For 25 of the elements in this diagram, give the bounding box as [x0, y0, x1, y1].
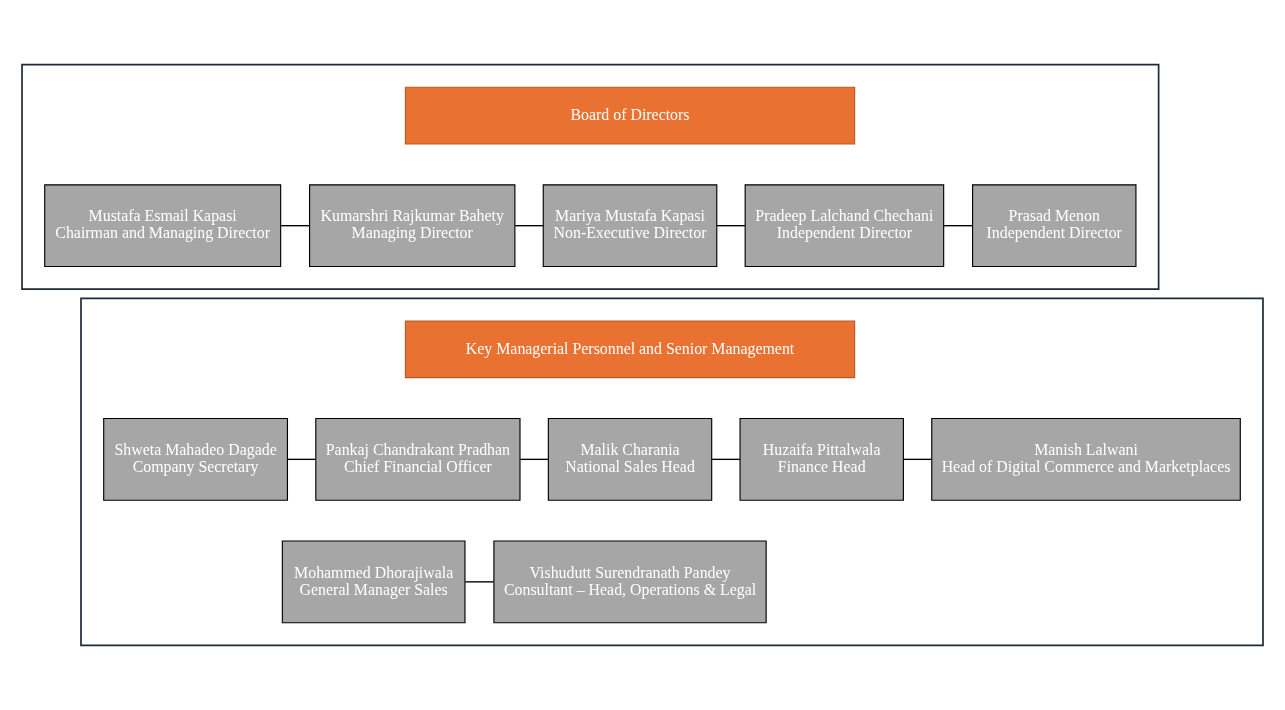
connector [711, 458, 741, 461]
node-box: Vishudutt Surendranath Pandey Consultant – Head, Operations & Legal [493, 540, 767, 624]
node-box: Pankaj Chandrakant Pradhan Chief Financial Officer [315, 417, 521, 501]
node-box: Malik Charania National Sales Head [547, 417, 713, 501]
node-box: Pradeep Lalchand Chechani Independent Director [744, 184, 945, 268]
cluster [21, 63, 1160, 291]
connector [286, 458, 317, 461]
connector [280, 225, 310, 227]
node-box: Key Managerial Personnel and Senior Management [404, 320, 856, 379]
connector [943, 225, 974, 227]
node-box: Shweta Mahadeo Dagade Company Secretary [103, 417, 289, 501]
node-box: Huzaifa Pittalwala Finance Head [739, 417, 904, 501]
node-box: Mariya Mustafa Kapasi Non-Executive Director [542, 184, 718, 268]
node-box: Prasad Menon Independent Director [972, 184, 1137, 268]
node-box: Board of Directors [404, 86, 856, 145]
node-box: Manish Lalwani Head of Digital Commerce and Marketplaces [931, 417, 1241, 501]
connector [903, 458, 933, 461]
connector [519, 458, 549, 461]
node-box: Mustafa Esmail Kapasi Chairman and Managing Director [44, 184, 282, 268]
node-box: Kumarshri Rajkumar Bahety Managing Director [309, 184, 516, 268]
node-box: Mohammed Dhorajiwala General Manager Sales [281, 540, 466, 624]
connector [716, 225, 746, 227]
connector [464, 581, 495, 583]
cluster [80, 297, 1264, 647]
connector [514, 225, 544, 227]
